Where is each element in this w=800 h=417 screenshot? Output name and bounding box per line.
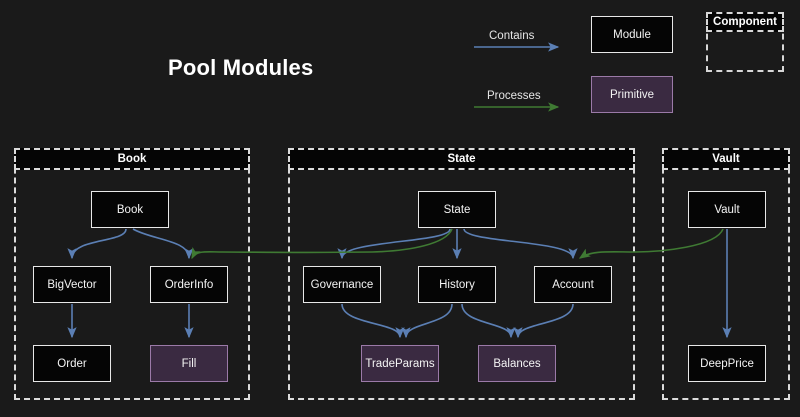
node-history[interactable]: History bbox=[418, 266, 496, 303]
container-vault-label: Vault bbox=[662, 148, 790, 170]
node-vault[interactable]: Vault bbox=[688, 191, 766, 228]
node-balances[interactable]: Balances bbox=[478, 345, 556, 382]
legend-processes-label: Processes bbox=[487, 90, 541, 102]
container-book-label: Book bbox=[14, 148, 250, 170]
node-state[interactable]: State bbox=[418, 191, 496, 228]
node-tradeparams[interactable]: TradeParams bbox=[361, 345, 439, 382]
legend-component-label: Component bbox=[706, 12, 784, 32]
node-bigvector[interactable]: BigVector bbox=[33, 266, 111, 303]
node-fill[interactable]: Fill bbox=[150, 345, 228, 382]
legend-module-box: Module bbox=[591, 16, 673, 53]
node-governance[interactable]: Governance bbox=[303, 266, 381, 303]
container-state-label: State bbox=[288, 148, 635, 170]
node-orderinfo[interactable]: OrderInfo bbox=[150, 266, 228, 303]
node-deepprice[interactable]: DeepPrice bbox=[688, 345, 766, 382]
node-order[interactable]: Order bbox=[33, 345, 111, 382]
node-account[interactable]: Account bbox=[534, 266, 612, 303]
legend-contains-label: Contains bbox=[489, 30, 535, 42]
page-title: Pool Modules bbox=[168, 55, 314, 80]
legend-primitive-box: Primitive bbox=[591, 76, 673, 113]
node-book[interactable]: Book bbox=[91, 191, 169, 228]
